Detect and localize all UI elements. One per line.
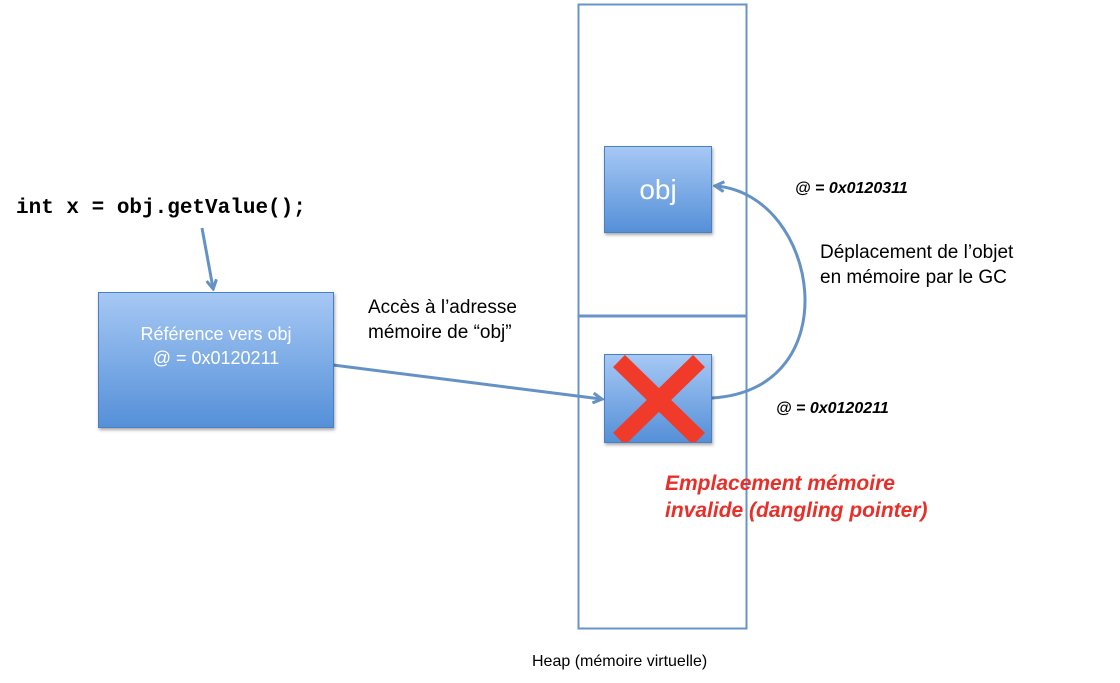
heap-caption: Heap (mémoire virtuelle) [532, 653, 708, 670]
old-address: @ = 0x0120211 [776, 400, 889, 417]
reference-address: @ = 0x0120211 [152, 348, 280, 368]
obj-box: obj [604, 146, 712, 233]
cross-icon [613, 355, 705, 442]
reference-to-heap-arrow [332, 363, 601, 399]
invalid-location-label: Emplacement mémoire invalide (dangling p… [665, 470, 928, 524]
invalid-line1: Emplacement mémoire [665, 472, 895, 495]
obj-label: obj [639, 173, 677, 205]
reference-label: Référence vers obj [140, 324, 292, 344]
gc-move-arrow [711, 186, 807, 400]
access-label-line2: mémoire de “obj” [368, 322, 512, 343]
code-line: int x = obj.getValue(); [16, 197, 306, 220]
code-to-reference-arrow [200, 227, 213, 288]
new-address: @ = 0x0120311 [795, 180, 908, 197]
access-label-line1: Accès à l’adresse [368, 297, 517, 318]
invalid-line2: invalide (dangling pointer) [665, 499, 928, 522]
gc-move-line2: en mémoire par le GC [820, 267, 1007, 288]
access-label: Accès à l’adresse mémoire de “obj” [368, 295, 517, 345]
old-object-box [604, 354, 712, 443]
gc-move-line1: Déplacement de l’objet [820, 242, 1014, 263]
reference-box: Référence vers obj @ = 0x0120211 [98, 292, 334, 428]
gc-move-label: Déplacement de l’objet en mémoire par le… [820, 240, 1013, 290]
